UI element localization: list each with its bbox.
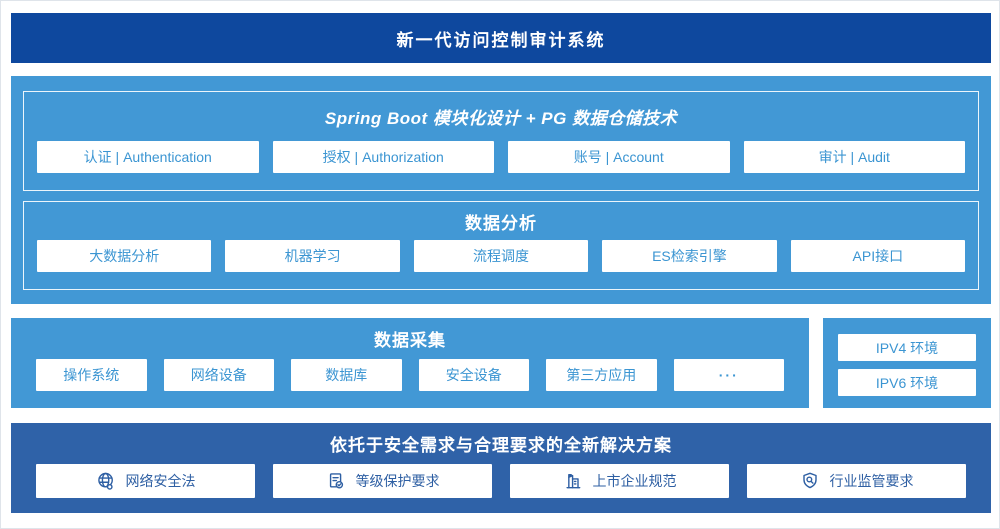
- data-collection-title: 数据采集: [374, 331, 446, 350]
- module-audit: 审计 | Audit: [743, 141, 965, 173]
- solution-title: 依托于安全需求与合理要求的全新解决方案: [330, 436, 672, 455]
- module-es-search: ES检索引擎: [602, 240, 777, 272]
- system-title-banner: 新一代访问控制审计系统: [11, 13, 991, 63]
- data-analysis-panel: 数据分析 大数据分析 机器学习 流程调度 ES检索引擎 API接口: [23, 201, 979, 290]
- module-machine-learning: 机器学习: [225, 240, 400, 272]
- solution-label: 网络安全法: [125, 473, 196, 489]
- spring-boot-panel: Spring Boot 模块化设计 + PG 数据仓储技术 认证 | Authe…: [23, 91, 979, 191]
- module-authentication: 认证 | Authentication: [37, 141, 259, 173]
- environment-panel: IPV4 环境 IPV6 环境: [823, 318, 991, 408]
- solution-label: 行业监管要求: [829, 473, 914, 489]
- solution-classified-protection: 等级保护要求: [273, 464, 492, 498]
- spring-module-row: 认证 | Authentication 授权 | Authorization 账…: [24, 141, 978, 173]
- module-workflow: 流程调度: [413, 240, 589, 272]
- system-title: 新一代访问控制审计系统: [396, 30, 606, 50]
- analysis-module-row: 大数据分析 机器学习 流程调度 ES检索引擎 API接口: [24, 240, 978, 272]
- solution-row: 网络安全法 等级保护要求: [11, 464, 991, 498]
- solution-section: 依托于安全需求与合理要求的全新解决方案 网络安全法: [11, 423, 991, 513]
- source-network-device: 网络设备: [163, 359, 274, 391]
- env-ipv6: IPV6 环境: [838, 369, 976, 396]
- solution-cybersecurity-law: 网络安全法: [36, 464, 255, 498]
- source-security-device: 安全设备: [418, 359, 529, 391]
- solution-label: 上市企业规范: [592, 473, 677, 489]
- module-account: 账号 | Account: [508, 141, 730, 173]
- building-icon: [563, 471, 583, 491]
- module-authorization: 授权 | Authorization: [272, 141, 494, 173]
- solution-industry-regulation: 行业监管要求: [747, 464, 966, 498]
- document-check-icon: [326, 471, 346, 491]
- source-third-party: 第三方应用: [546, 359, 657, 391]
- data-analysis-panel-title: 数据分析: [465, 213, 537, 233]
- spring-boot-panel-title: Spring Boot 模块化设计 + PG 数据仓储技术: [324, 109, 678, 128]
- data-collection-panel: 数据采集 操作系统 网络设备 数据库 安全设备 第三方应用 ···: [11, 318, 809, 408]
- globe-icon: [96, 471, 116, 491]
- platform-section: Spring Boot 模块化设计 + PG 数据仓储技术 认证 | Authe…: [11, 76, 991, 304]
- source-os: 操作系统: [36, 359, 147, 391]
- module-bigdata: 大数据分析: [37, 240, 212, 272]
- collection-source-row: 操作系统 网络设备 数据库 安全设备 第三方应用 ···: [11, 359, 809, 391]
- source-more: ···: [673, 359, 784, 391]
- solution-label: 等级保护要求: [355, 473, 440, 489]
- module-api: API接口: [790, 240, 966, 272]
- shield-search-icon: [800, 471, 820, 491]
- solution-listed-company: 上市企业规范: [510, 464, 729, 498]
- env-ipv4: IPV4 环境: [838, 334, 976, 361]
- source-database: 数据库: [291, 359, 402, 391]
